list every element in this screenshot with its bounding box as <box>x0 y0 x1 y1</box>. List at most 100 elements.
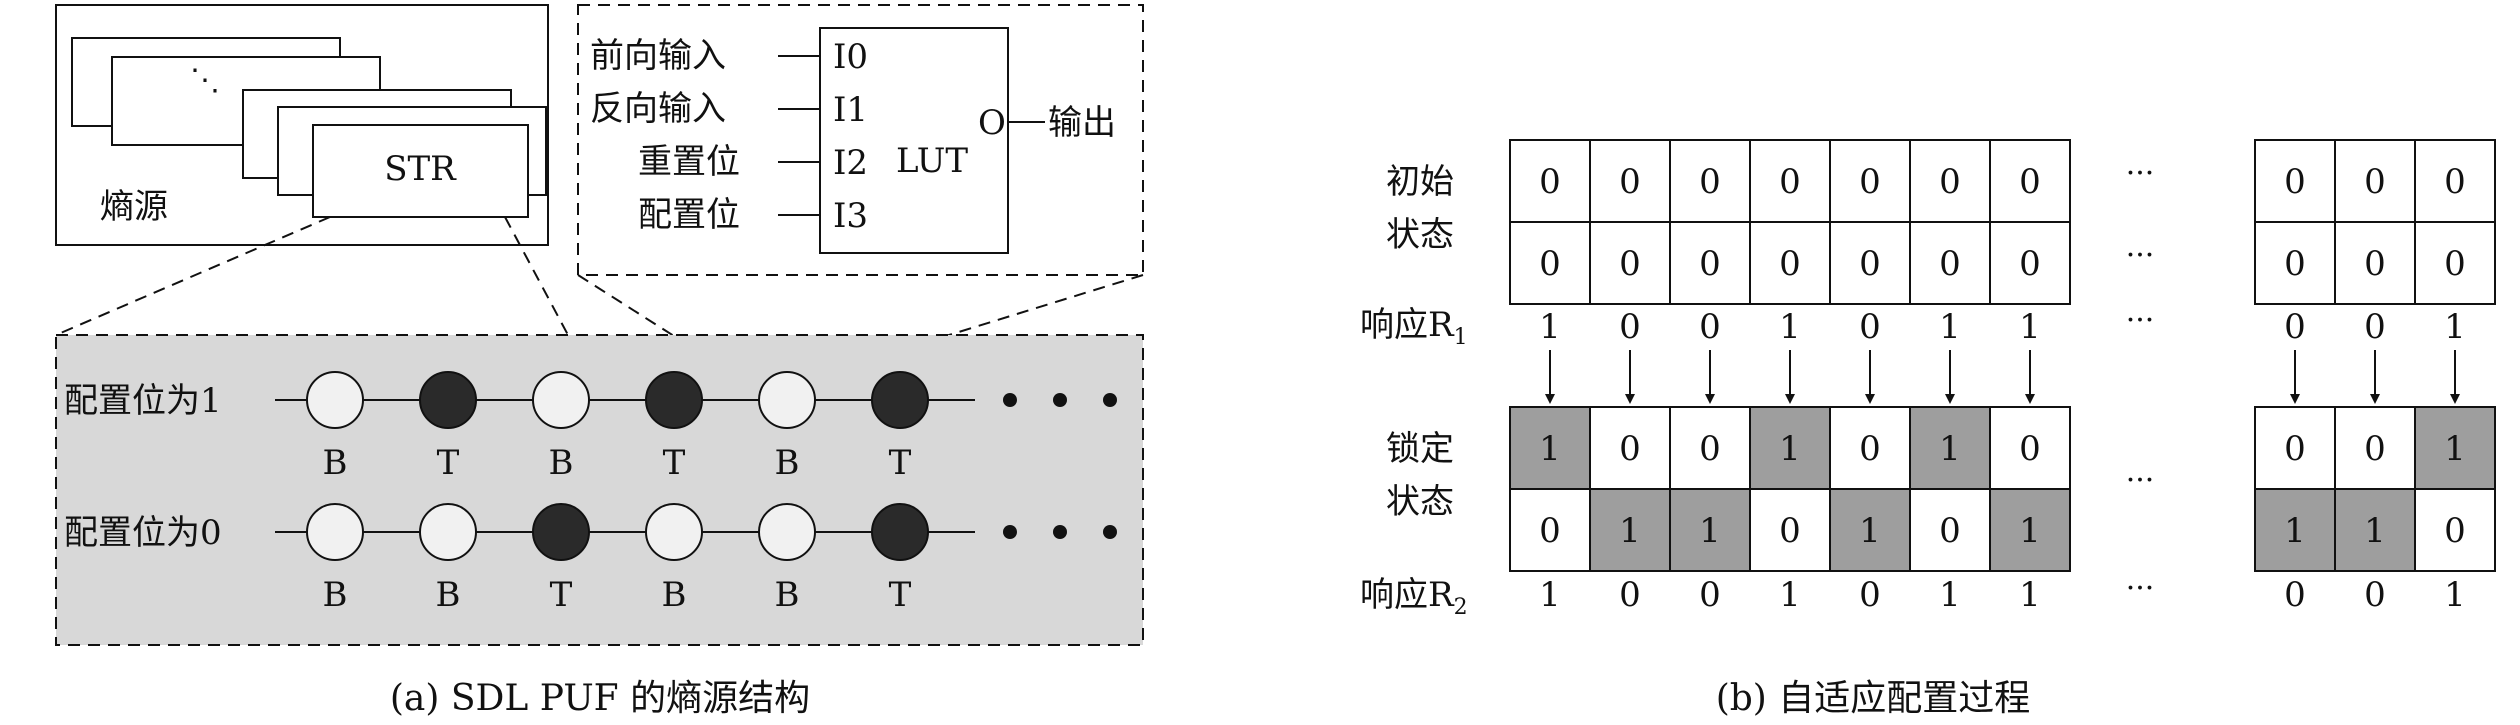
row-label: 配置位为1 <box>64 381 222 421</box>
response-bit: 0 <box>1619 575 1641 615</box>
response-bit: 0 <box>1699 307 1721 347</box>
stack-ellipsis: ⋱ <box>190 63 220 98</box>
response-bit: 1 <box>1539 575 1561 615</box>
continuation-dot <box>1053 393 1067 407</box>
state-cell <box>1589 406 1671 490</box>
state-cell <box>2334 488 2416 572</box>
state-cell <box>2414 488 2496 572</box>
continuation-dot <box>1003 393 1017 407</box>
state-cell <box>1509 406 1591 490</box>
ellipsis-initial-row2: ··· <box>2126 238 2155 273</box>
node-state-label: T <box>889 443 912 483</box>
state-cell <box>2334 221 2416 305</box>
response-bit: 0 <box>2284 307 2306 347</box>
zoom-line <box>504 216 569 336</box>
cell-value: 0 <box>1619 244 1641 284</box>
initial-state-label-line2: 状态 <box>1386 215 1454 255</box>
ellipsis-r1: ··· <box>2126 303 2155 338</box>
cell-value: 1 <box>1859 511 1881 551</box>
lut-input-label: 前向输入 <box>590 36 726 76</box>
lut-pin: I2 <box>833 143 868 183</box>
node-b <box>645 503 703 561</box>
node-t <box>871 503 929 561</box>
response-bit: 1 <box>2019 575 2041 615</box>
cell-value: 0 <box>1699 429 1721 469</box>
state-cell <box>1749 221 1831 305</box>
response-bit: 0 <box>1699 575 1721 615</box>
cell-value: 1 <box>2019 511 2041 551</box>
state-cell <box>1909 488 1991 572</box>
locked-state-label-line2: 状态 <box>1386 482 1454 522</box>
response-bit: 0 <box>2364 307 2386 347</box>
lut-pin: I3 <box>833 196 868 236</box>
cell-value: 0 <box>1619 429 1641 469</box>
response-bit: 1 <box>2019 307 2041 347</box>
zoom-line <box>55 216 331 336</box>
node-b <box>419 503 477 561</box>
lut-input-1: 反向输入 I1 <box>590 89 868 130</box>
cell-value: 0 <box>2019 429 2041 469</box>
response-bit: 0 <box>1619 307 1641 347</box>
state-cell <box>2414 139 2496 223</box>
response-bit: 0 <box>2284 575 2306 615</box>
node-t <box>419 371 477 429</box>
cell-value: 0 <box>1699 162 1721 202</box>
state-cell <box>2254 488 2336 572</box>
cell-value: 0 <box>2444 244 2466 284</box>
node-b <box>758 503 816 561</box>
node-state-label: B <box>323 443 348 483</box>
state-cell <box>1989 139 2071 223</box>
continuation-dot <box>1103 525 1117 539</box>
response-bit: 1 <box>1939 575 1961 615</box>
state-cell <box>1589 221 1671 305</box>
cell-value: 0 <box>2019 244 2041 284</box>
lut-out-pin: O <box>978 103 1006 143</box>
locked-state-label-line1: 锁定 <box>1386 429 1454 469</box>
panel-a: ⋱ STR 熵源 LUT 前向输入 I0 反向输入 I1 重置位 I2 <box>55 4 1144 719</box>
node-b <box>306 371 364 429</box>
response-bit: 0 <box>1859 575 1881 615</box>
response-bit: 1 <box>2444 575 2466 615</box>
lut-input-label: 反向输入 <box>590 89 726 129</box>
lut-input-label: 配置位 <box>638 195 740 235</box>
node-b <box>532 371 590 429</box>
lut-block <box>819 27 1009 254</box>
state-cell <box>1749 488 1831 572</box>
response-bit: 1 <box>1779 307 1801 347</box>
node-b <box>306 503 364 561</box>
response-bit: 1 <box>1939 307 1961 347</box>
state-cell <box>1829 139 1911 223</box>
cell-value: 0 <box>1539 511 1561 551</box>
lut-inputs: 前向输入 I0 反向输入 I1 重置位 I2 配置位 I3 <box>590 36 868 236</box>
node-state-label: T <box>889 575 912 615</box>
node-state-label: T <box>550 575 573 615</box>
state-cell <box>1829 406 1911 490</box>
cell-value: 0 <box>1859 244 1881 284</box>
cell-value: 0 <box>1779 244 1801 284</box>
lut-input-3: 配置位 I3 <box>638 195 868 236</box>
lut-pin: I1 <box>833 90 868 130</box>
cell-value: 1 <box>2444 429 2466 469</box>
caption-b: (b) 自适应配置过程 <box>1716 678 2031 719</box>
ellipsis-initial-row1: ··· <box>2126 156 2155 191</box>
cell-value: 0 <box>1859 429 1881 469</box>
cell-value: 0 <box>2364 244 2386 284</box>
continuation-dot <box>1103 393 1117 407</box>
cell-value: 1 <box>1619 511 1641 551</box>
node-t <box>532 503 590 561</box>
state-cell <box>1909 406 1991 490</box>
str-label: STR <box>384 149 457 189</box>
state-cell <box>1669 406 1751 490</box>
cell-value: 0 <box>1539 162 1561 202</box>
continuation-dot <box>1053 525 1067 539</box>
state-cell <box>1989 488 2071 572</box>
cell-value: 0 <box>2284 162 2306 202</box>
